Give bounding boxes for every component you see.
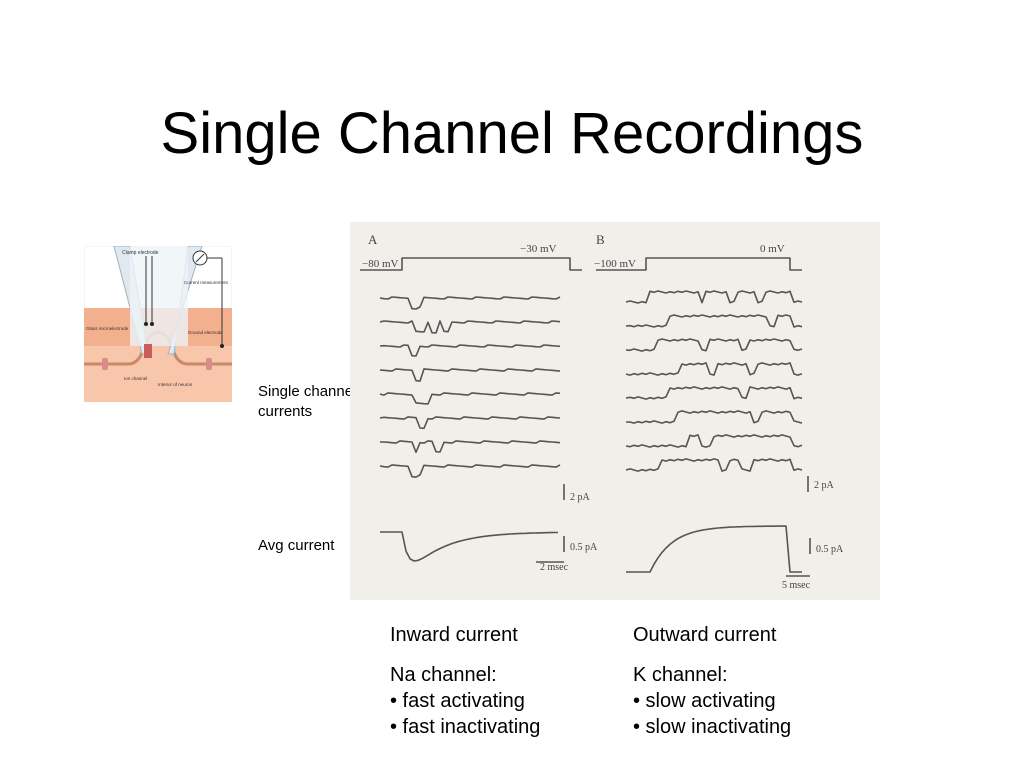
k-single-channel-trace (625, 290, 803, 304)
k-single-channel-trace (626, 410, 803, 424)
k-single-channel-trace (625, 386, 803, 400)
schematic-label: Interior of neuron (158, 382, 193, 387)
avg-current-label: Avg current (258, 537, 335, 554)
na-bullet: • fast activating (390, 690, 525, 712)
patch-clamp-schematic: Clamp electrode Current measurement Glas… (84, 246, 232, 402)
k-bullet: • slow inactivating (633, 716, 792, 738)
scale-bar-b-avg (786, 538, 811, 577)
schematic-label: Current measurement (184, 280, 229, 285)
na-single-channel-trace (379, 296, 561, 310)
panel-a-hold-label: −80 mV (362, 258, 399, 270)
panel-b-hold-label: −100 mV (594, 258, 636, 270)
inward-caption: Inward current Na channel: • fast activa… (390, 622, 540, 740)
ion-channel-icon (144, 344, 152, 358)
voltage-step-b (596, 257, 802, 271)
k-channel-label: K channel: (633, 664, 728, 686)
slide-title: Single Channel Recordings (160, 101, 864, 166)
panel-a-scale-avg: 0.5 pA (570, 542, 598, 553)
schematic-label: Ground electrode (188, 330, 223, 335)
k-single-channel-trace (625, 362, 803, 376)
na-bullet: • fast inactivating (390, 716, 541, 738)
single-channel-recordings: A −30 mV −80 mV B 0 mV −100 mV 2 pA 0.5 … (350, 222, 880, 600)
k-bullet: • slow activating (633, 690, 776, 712)
panel-b-scale-time: 5 msec (782, 580, 811, 591)
na-single-channel-trace (379, 368, 561, 382)
trace-group (360, 257, 811, 577)
na-single-channel-trace (379, 344, 561, 357)
panel-a-step-label: −30 mV (520, 243, 557, 255)
na-single-channel-trace (379, 392, 561, 405)
na-single-channel-trace (379, 416, 561, 430)
outward-caption: Outward current K channel: • slow activa… (633, 622, 791, 740)
panel-b-letter: B (596, 232, 605, 247)
k-single-channel-trace (625, 338, 803, 352)
na-single-channel-trace (379, 320, 561, 334)
panel-a-letter: A (368, 232, 378, 247)
voltage-step-a (360, 257, 582, 271)
scale-bar-a-avg (536, 536, 565, 563)
panel-b-scale-avg: 0.5 pA (816, 544, 844, 555)
na-single-channel-trace (380, 440, 561, 454)
outward-heading: Outward current (633, 624, 777, 646)
schematic-label: Ion channel (124, 376, 147, 381)
inward-heading: Inward current (390, 624, 518, 646)
panel-b-step-label: 0 mV (760, 243, 785, 255)
schematic-label: Glass microelectrode (86, 326, 129, 331)
k-average-current (626, 525, 802, 573)
na-single-channel-trace (379, 464, 561, 478)
k-single-channel-trace (625, 314, 803, 328)
k-single-channel-trace (625, 458, 803, 472)
single-channel-label: Single channel currents (258, 383, 357, 420)
panel-a-scale-time: 2 msec (540, 562, 569, 573)
na-channel-label: Na channel: (390, 664, 497, 686)
na-average-current (380, 531, 558, 562)
panel-a-scale-current: 2 pA (570, 492, 591, 503)
panel-b-scale-current: 2 pA (814, 480, 835, 491)
schematic-label: Clamp electrode (122, 250, 159, 256)
k-single-channel-trace (625, 434, 803, 448)
